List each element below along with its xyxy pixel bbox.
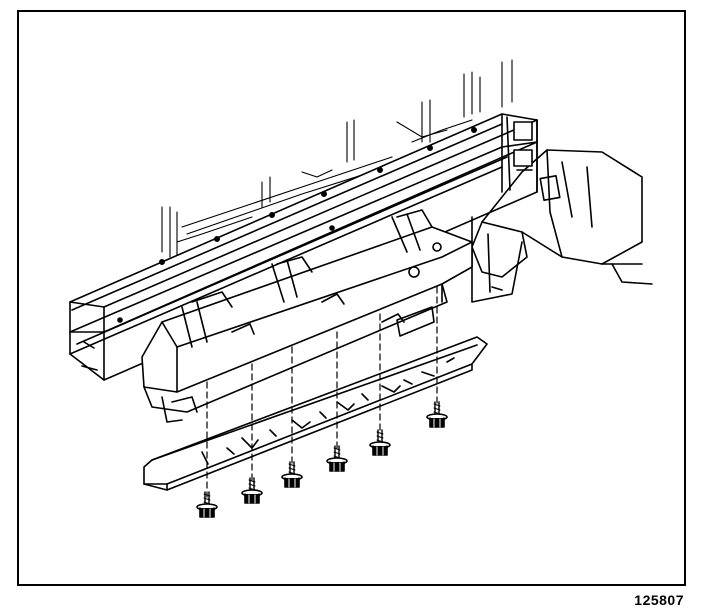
exploded-view-illustration	[69, 59, 653, 518]
bolt	[281, 461, 303, 488]
figure-frame	[17, 10, 686, 586]
frame-rail	[471, 149, 653, 303]
alignment-lines	[206, 286, 438, 498]
air-deflector	[143, 336, 488, 491]
fastener-bolts	[196, 401, 448, 518]
bolt	[241, 477, 263, 504]
bolt	[426, 401, 448, 428]
bolt	[369, 429, 391, 456]
figure-id-label: 125807	[634, 592, 684, 608]
bolt	[196, 491, 218, 518]
energy-absorber	[141, 209, 503, 423]
bolt	[326, 445, 348, 472]
background-structure	[161, 59, 513, 268]
